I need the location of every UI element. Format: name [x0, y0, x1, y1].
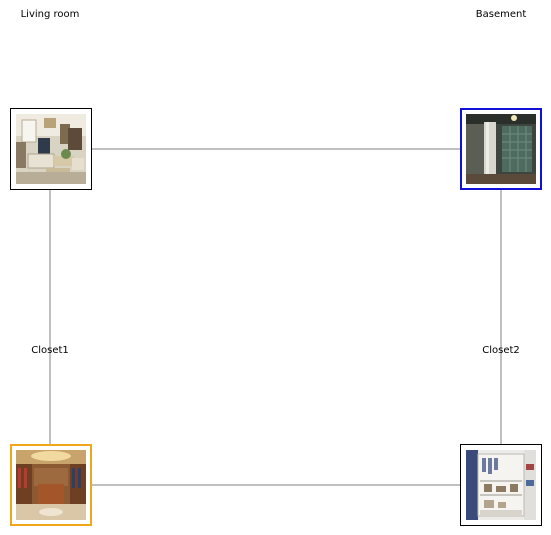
basement-image	[466, 114, 536, 184]
node-closet1[interactable]	[10, 444, 92, 526]
node-living-room[interactable]	[10, 108, 92, 190]
closet1-image	[16, 450, 86, 520]
living-room-image	[16, 114, 86, 184]
label-closet1: Closet1	[31, 345, 69, 356]
node-closet2[interactable]	[460, 444, 542, 526]
node-basement[interactable]	[460, 108, 542, 190]
label-living-room: Living room	[20, 9, 80, 20]
label-closet2: Closet2	[482, 345, 520, 356]
closet2-image	[466, 450, 536, 520]
label-basement: Basement	[475, 9, 527, 20]
